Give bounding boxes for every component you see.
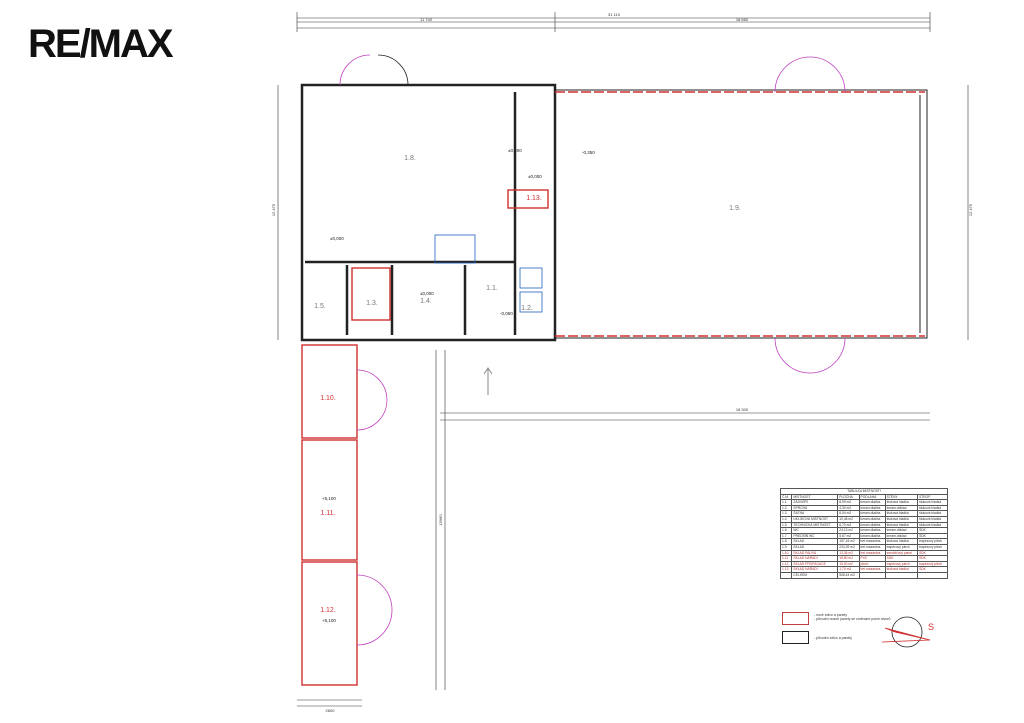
- new-walls: [301, 91, 925, 686]
- compass-north-label: S: [928, 622, 934, 632]
- room-1-1: 1.1.: [486, 285, 498, 292]
- room-1-2: 1.2.: [521, 305, 533, 312]
- level-3: ±0,000: [528, 174, 542, 179]
- table-cell: štuková hladká: [917, 504, 948, 512]
- level-8: ±0,000: [508, 148, 522, 153]
- table-cell: 8,99 m2: [837, 499, 860, 506]
- legend-new-swatch: [782, 612, 809, 625]
- level-5: -0,050: [500, 311, 513, 316]
- dim-height-left: 12 475: [271, 203, 276, 216]
- table-title: TABULKA MÍSTNOSTÍ: [780, 488, 948, 495]
- room-1-10: 1.10.: [320, 395, 336, 402]
- level-2: -0,350: [582, 150, 595, 155]
- room-1-13: 1.13.: [526, 195, 542, 202]
- north-arrow-icon: [483, 367, 493, 395]
- total-label: CELKEM: [791, 571, 839, 579]
- table-header: PLOCHA: [837, 493, 860, 501]
- table-header: STROP: [917, 493, 948, 501]
- hall-walls: [554, 89, 928, 339]
- dim-total: 31 110: [608, 12, 621, 17]
- table-header: Č.M.: [779, 493, 793, 501]
- table-cell: 1.1: [779, 499, 793, 506]
- doors: [339, 54, 846, 646]
- room-1-9: 1.9.: [729, 205, 741, 212]
- room-1-11: 1.11.: [320, 510, 335, 517]
- dim-wing-width: 2600: [326, 708, 336, 713]
- table-cell: 4,30 m2: [837, 504, 860, 512]
- level-1: ±0,000: [330, 236, 344, 241]
- table-header: STĚNY: [884, 493, 919, 501]
- total-value: 508,44 m2: [837, 571, 860, 579]
- dim-height-right: 12 475: [968, 203, 973, 216]
- legend-old-swatch: [782, 631, 809, 644]
- room-1-12: 1.12.: [320, 607, 336, 614]
- legend-new-text: - nové zdivo a panely - původní nosné pa…: [814, 613, 891, 621]
- dim-left: 11 740: [420, 17, 433, 22]
- table-cell: štuková hladká: [917, 499, 948, 506]
- room-1-5: 1.5.: [314, 303, 326, 310]
- remax-logo: RE/MAX: [28, 22, 174, 66]
- table-cell: štuková hladká: [884, 499, 919, 506]
- sanitary: [434, 234, 543, 313]
- compass: [881, 616, 931, 648]
- level-4: ±0,000: [420, 291, 434, 296]
- room-1-4: 1.4.: [420, 298, 432, 305]
- room-1-8: 1.8.: [404, 155, 416, 162]
- dimension-lines: [277, 12, 969, 707]
- legend-old-text: - původní zdivo a panely: [814, 636, 852, 640]
- table-cell: keram.obklad: [884, 504, 919, 512]
- table-cell: 1.2: [779, 504, 793, 512]
- dim-wing: 15960: [438, 514, 443, 526]
- level-6: +5,100: [322, 496, 336, 501]
- dim-right: 18 660: [736, 17, 749, 22]
- room-1-3: 1.3.: [366, 300, 378, 307]
- level-7: +5,100: [322, 618, 336, 623]
- dim-bottom-right: 18 300: [736, 407, 749, 412]
